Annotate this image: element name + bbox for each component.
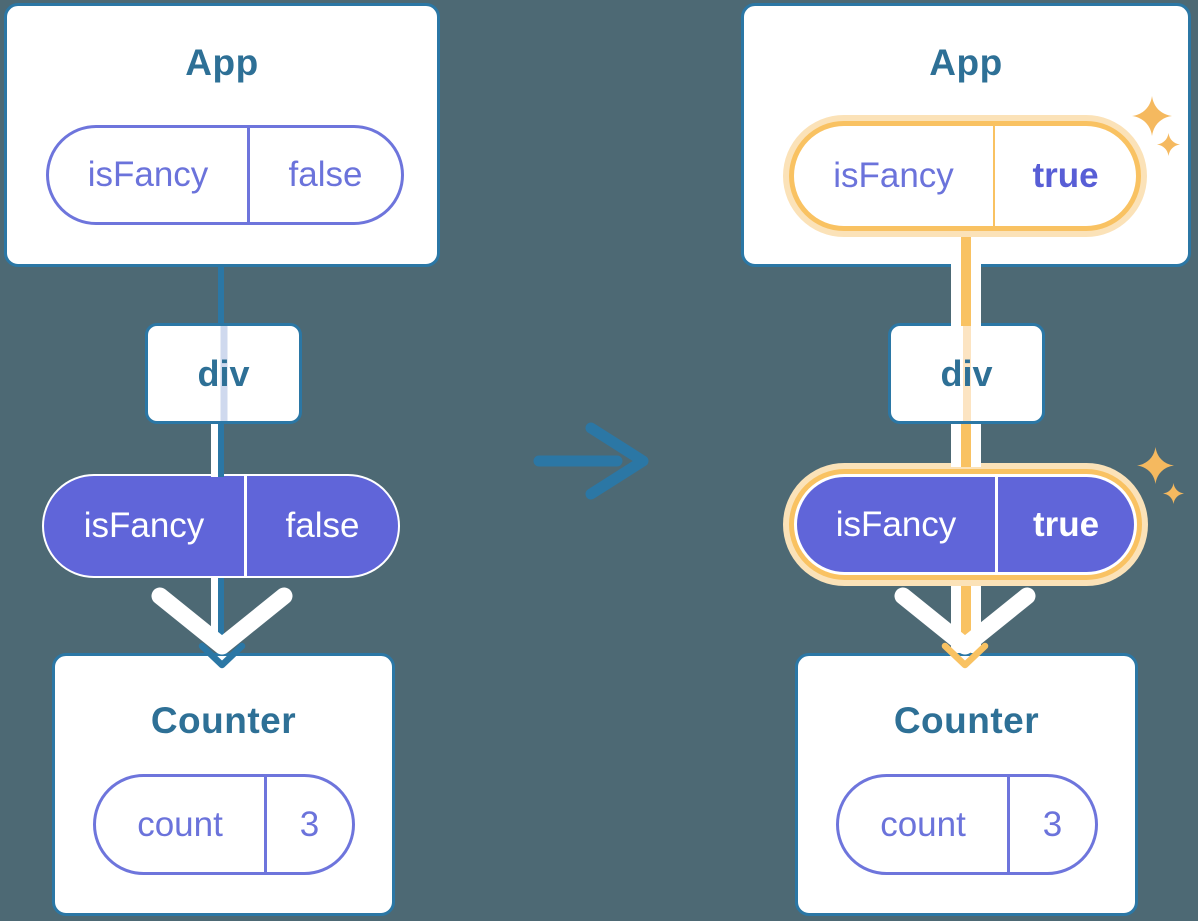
prop-name-label: isFancy [794, 126, 995, 226]
down-arrowhead-icon [198, 642, 246, 669]
down-arrowhead-icon [941, 642, 989, 669]
app-prop-pill-before: isFancy false [46, 125, 404, 225]
edge-app-to-div [218, 267, 224, 323]
div-title: div [197, 352, 250, 394]
div-title: div [940, 352, 993, 394]
div-element-card-after: div [888, 323, 1045, 424]
prop-flow-line [211, 424, 218, 477]
sparkle-icon [1137, 447, 1174, 484]
app-component-card-before: App isFancy false [4, 3, 440, 267]
prop-value-label: false [288, 155, 363, 194]
sparkle-icon [1132, 96, 1172, 136]
sparkle-icon [1157, 133, 1180, 156]
prop-value-label: true [1032, 156, 1099, 195]
highlight-ring: isFancy true [789, 469, 1142, 580]
prop-flow-line [211, 578, 218, 648]
counter-state-pill-after: count 3 [836, 774, 1098, 875]
edge-prop-to-counter [218, 578, 224, 654]
changed-prop-line [961, 237, 971, 326]
passed-prop-pill-before: isFancy false [42, 474, 400, 578]
app-prop-pill-after-highlighted: isFancy true [783, 115, 1147, 237]
div-element-card-before: div [145, 323, 302, 424]
state-value-label: 3 [299, 804, 320, 844]
arrow-right-icon [533, 422, 649, 500]
edge-div-to-prop [218, 424, 224, 477]
changed-prop-line [961, 424, 971, 467]
state-name-label: count [839, 777, 1010, 872]
down-chevron-icon [151, 587, 293, 655]
prop-name-label: isFancy [44, 476, 247, 576]
app-title: App [929, 42, 1003, 83]
counter-component-card-after: Counter count 3 [795, 653, 1138, 916]
counter-state-pill-before: count 3 [93, 774, 355, 875]
counter-title: Counter [150, 700, 297, 741]
tree-after: App isFancy true div isFanc [741, 3, 1191, 918]
down-chevron-icon [894, 587, 1036, 655]
counter-component-card-before: Counter count 3 [52, 653, 395, 916]
passed-prop-pill-after-highlighted: isFancy true [783, 463, 1148, 586]
counter-title: Counter [893, 700, 1040, 741]
prop-name-label: isFancy [49, 128, 250, 222]
changed-prop-line [961, 586, 971, 653]
state-name-label: count [96, 777, 267, 872]
prop-flow-line-highlighted [951, 237, 981, 326]
tree-before: App isFancy false div isFancy false Coun… [4, 3, 440, 918]
prop-passthrough-stripe [220, 326, 227, 421]
prop-value-label: true [1032, 504, 1100, 544]
prop-passthrough-stripe [962, 326, 971, 421]
app-title: App [185, 42, 259, 83]
prop-value-label: false [285, 506, 360, 545]
highlight-ring: isFancy true [789, 121, 1141, 231]
prop-name-label: isFancy [797, 477, 998, 572]
prop-flow-line-highlighted [951, 424, 981, 467]
sparkle-icon [1163, 483, 1184, 504]
state-value-label: 3 [1042, 804, 1063, 844]
